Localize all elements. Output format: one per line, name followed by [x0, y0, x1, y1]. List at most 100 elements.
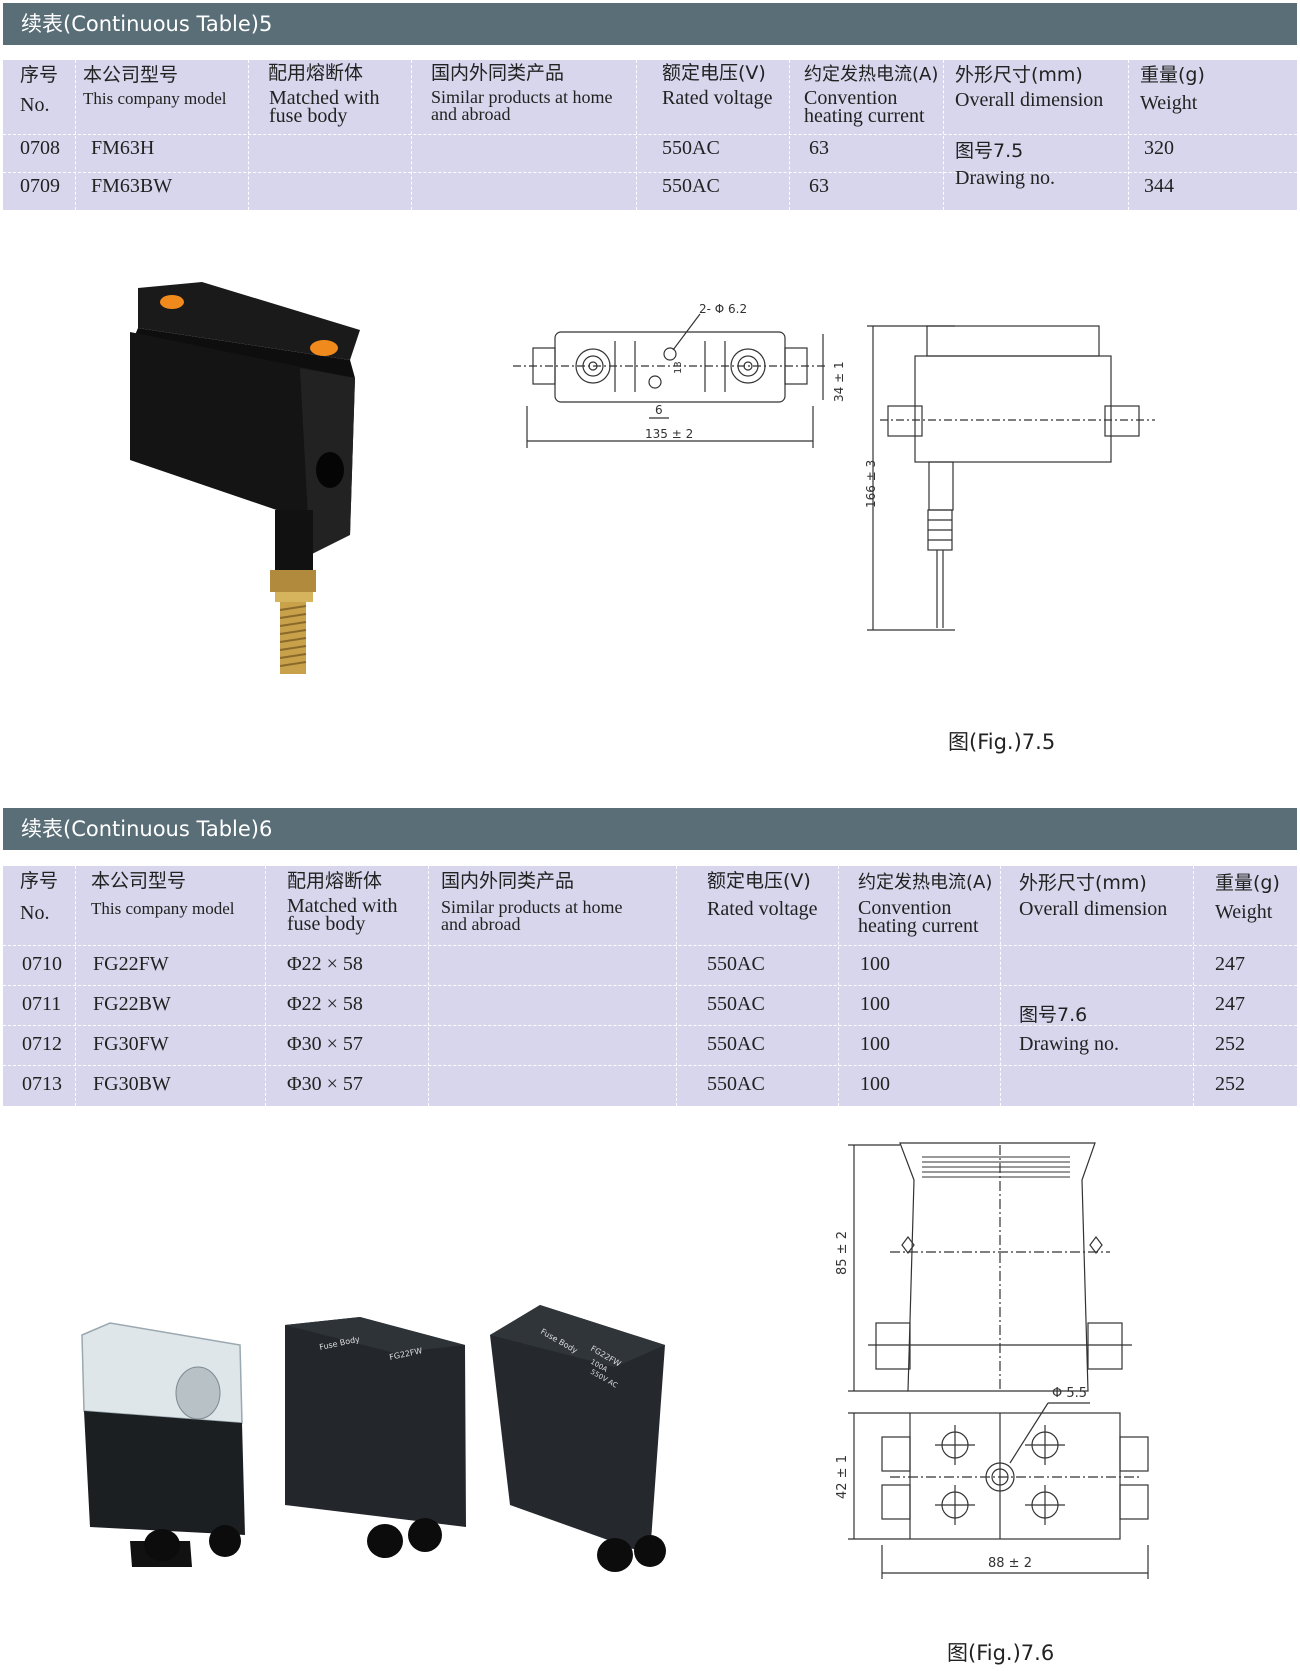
- table-cell-model: FM63H: [91, 137, 155, 159]
- header-dimension-en: Overall dimension: [955, 89, 1104, 111]
- drawing-number-cn: 图号7.6: [1019, 1004, 1088, 1026]
- header-no-cn: 序号: [20, 870, 59, 892]
- table-cell-voltage: 550AC: [707, 953, 765, 975]
- column-separator: [75, 60, 76, 210]
- dimension-width-label: 88 ± 2: [988, 1556, 1032, 1571]
- header-dimension-cn: 外形尺寸(mm): [955, 64, 1083, 86]
- table-cell-fuse: Φ22 × 58: [287, 993, 363, 1015]
- orange-indicator-icon: [310, 340, 338, 356]
- header-similar-cn: 国内外同类产品: [431, 62, 565, 84]
- table-cell-voltage: 550AC: [707, 993, 765, 1015]
- column-separator: [636, 60, 637, 210]
- header-model-en: This company model: [83, 89, 227, 108]
- table-cell-voltage: 550AC: [707, 1073, 765, 1095]
- table-cell-model: FG22FW: [93, 953, 169, 975]
- dimension-six-label: 6: [655, 403, 663, 417]
- table-cell-current: 100: [860, 993, 890, 1015]
- column-separator: [789, 60, 790, 210]
- dimension-thirteen-label: 13: [673, 361, 684, 374]
- column-separator: [1000, 866, 1001, 1106]
- row-separator: [3, 172, 1297, 173]
- dimension-height-small-label: 42 ± 1: [835, 1455, 850, 1499]
- table-cell-current: 100: [860, 1033, 890, 1055]
- column-separator: [676, 866, 677, 1106]
- orange-indicator-icon: [160, 295, 184, 309]
- header-no-cn: 序号: [20, 64, 59, 86]
- header-fuse-en: Matched with fuse body: [287, 895, 398, 935]
- table-cell-no: 0713: [22, 1073, 62, 1095]
- header-weight-cn: 重量(g): [1215, 872, 1280, 894]
- column-separator: [265, 866, 266, 1106]
- header-current-cn: 约定发热电流(A): [804, 64, 939, 85]
- header-no-en: No.: [20, 902, 50, 924]
- header-model-cn: 本公司型号: [83, 64, 179, 86]
- table-cell-weight: 247: [1215, 953, 1245, 975]
- header-weight-cn: 重量(g): [1140, 64, 1205, 86]
- table-cell-model: FG30FW: [93, 1033, 169, 1055]
- table-cell-weight: 344: [1144, 175, 1174, 197]
- fuse-holders-photo: Fuse Body FG22FW Fuse Body FG22FW 100A 5…: [81, 1305, 666, 1572]
- table-cell-current: 100: [860, 953, 890, 975]
- table-cell-current: 100: [860, 1073, 890, 1095]
- spec-table: 序号 No. 本公司型号 This company model 配用熔断体 Ma…: [3, 866, 1297, 1106]
- column-separator: [1193, 866, 1194, 1106]
- black-fuse-holder-front: Fuse Body FG22FW: [285, 1317, 466, 1558]
- column-separator: [1128, 60, 1129, 210]
- section-title: 续表(Continuous Table)5: [21, 12, 273, 36]
- header-similar-en: Similar products at home and abroad: [441, 897, 623, 934]
- section-title: 续表(Continuous Table)6: [21, 817, 273, 841]
- row-separator: [3, 985, 1297, 986]
- technical-drawing-fig-7-5: 2- Φ 6.2 135 ± 2 6 13 34 ± 1 166 ± 3: [513, 302, 1155, 631]
- header-voltage-en: Rated voltage: [707, 898, 818, 920]
- dimension-height-small-label: 34 ± 1: [832, 361, 846, 402]
- table-cell-weight: 252: [1215, 1033, 1245, 1055]
- row-separator: [3, 1025, 1297, 1026]
- row-separator: [3, 134, 1297, 135]
- header-current-en: Convention heating current: [858, 897, 979, 937]
- table-cell-model: FM63BW: [91, 175, 173, 197]
- header-current-cn: 约定发热电流(A): [858, 872, 993, 893]
- table-cell-voltage: 550AC: [662, 137, 720, 159]
- column-separator: [838, 866, 839, 1106]
- table-cell-fuse: Φ22 × 58: [287, 953, 363, 975]
- table-cell-fuse: Φ30 × 57: [287, 1073, 363, 1095]
- column-separator: [428, 866, 429, 1106]
- drawing-number-en: Drawing no.: [955, 167, 1055, 189]
- header-no-en: No.: [20, 94, 50, 116]
- header-model-en: This company model: [91, 899, 235, 918]
- header-model-cn: 本公司型号: [91, 870, 187, 892]
- spec-table: 序号 No. 本公司型号 This company model 配用熔断体 Ma…: [3, 60, 1297, 210]
- row-separator: [3, 945, 1297, 946]
- section-title-band: 续表(Continuous Table)5: [3, 3, 1297, 45]
- clear-cover-fuse-holder: [81, 1322, 245, 1567]
- table-cell-fuse: Φ30 × 57: [287, 1033, 363, 1055]
- dimension-height-label: 85 ± 2: [835, 1231, 850, 1275]
- figure-caption: 图(Fig.)7.5: [948, 730, 1056, 754]
- table-cell-weight: 320: [1144, 137, 1174, 159]
- table-cell-voltage: 550AC: [707, 1033, 765, 1055]
- column-separator: [411, 60, 412, 210]
- header-voltage-cn: 额定电压(V): [662, 62, 766, 84]
- header-similar-cn: 国内外同类产品: [441, 870, 575, 892]
- header-voltage-en: Rated voltage: [662, 87, 773, 109]
- header-weight-en: Weight: [1140, 92, 1198, 114]
- header-fuse-cn: 配用熔断体: [268, 62, 364, 84]
- dimension-hole-label: Φ 5.5: [1052, 1386, 1087, 1401]
- dimension-height-label: 166 ± 3: [864, 460, 878, 508]
- table-cell-no: 0712: [22, 1033, 62, 1055]
- table-cell-no: 0710: [22, 953, 62, 975]
- technical-drawing-fig-7-6: 85 ± 2 Φ 5.5 42 ± 1 88 ± 2: [835, 1142, 1149, 1579]
- table-cell-current: 63: [809, 137, 829, 159]
- section-title-band: 续表(Continuous Table)6: [3, 808, 1297, 850]
- figure-caption: 图(Fig.)7.6: [947, 1641, 1055, 1665]
- header-voltage-cn: 额定电压(V): [707, 870, 811, 892]
- table-cell-weight: 247: [1215, 993, 1245, 1015]
- header-dimension-cn: 外形尺寸(mm): [1019, 872, 1147, 894]
- header-similar-en: Similar products at home and abroad: [431, 87, 613, 124]
- fuse-holder-photo: [130, 282, 360, 674]
- drawing-number-cn: 图号7.5: [955, 140, 1024, 162]
- header-weight-en: Weight: [1215, 901, 1273, 923]
- table-cell-voltage: 550AC: [662, 175, 720, 197]
- header-dimension-en: Overall dimension: [1019, 898, 1168, 920]
- table-cell-no: 0708: [20, 137, 60, 159]
